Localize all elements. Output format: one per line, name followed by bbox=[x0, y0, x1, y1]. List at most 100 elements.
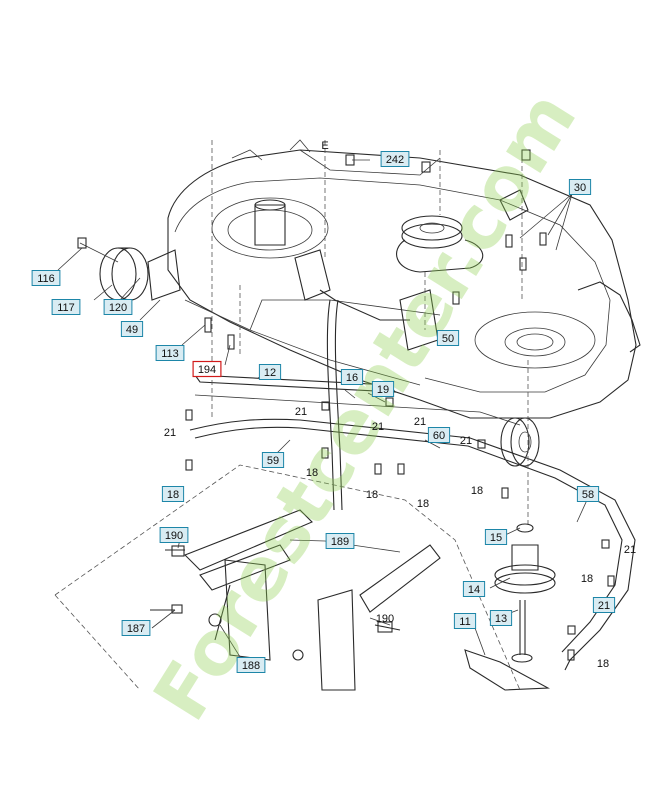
callout-box bbox=[325, 533, 355, 549]
callout-box bbox=[155, 345, 185, 361]
linkage-rods bbox=[189, 299, 636, 671]
part-callout-21: 21 bbox=[624, 544, 636, 556]
part-number: 21 bbox=[295, 406, 307, 418]
part-callout-30: 30 bbox=[568, 179, 592, 195]
part-callout-113: 113 bbox=[155, 345, 185, 361]
callout-box bbox=[103, 299, 133, 315]
callout-box bbox=[161, 486, 185, 502]
part-number: 19 bbox=[377, 384, 389, 396]
callout-box bbox=[236, 657, 266, 673]
callout-box bbox=[51, 299, 81, 315]
deck-roller-right bbox=[500, 417, 540, 467]
part-number: 190 bbox=[376, 613, 394, 625]
part-callout-116: 116 bbox=[31, 270, 61, 286]
callout-box bbox=[258, 364, 282, 380]
callout-box bbox=[159, 527, 189, 543]
callout-box bbox=[568, 179, 592, 195]
part-number: E bbox=[321, 140, 328, 152]
part-number: 190 bbox=[165, 530, 183, 542]
callout-box bbox=[192, 360, 222, 378]
part-number: 18 bbox=[306, 467, 318, 479]
callout-box bbox=[340, 369, 364, 385]
part-callout-E: E bbox=[321, 140, 328, 152]
lift-linkage bbox=[150, 509, 441, 691]
deck-roller-left bbox=[79, 242, 181, 301]
part-number: 16 bbox=[346, 372, 358, 384]
part-callout-49: 49 bbox=[120, 321, 144, 337]
part-number: 113 bbox=[161, 348, 179, 360]
callout-box bbox=[462, 581, 486, 597]
part-callout-60: 60 bbox=[427, 427, 451, 443]
part-callout-18: 18 bbox=[306, 467, 318, 479]
part-number: 14 bbox=[468, 584, 480, 596]
part-number: 21 bbox=[372, 421, 384, 433]
callout-box bbox=[436, 330, 460, 346]
part-callout-14: 14 bbox=[462, 581, 486, 597]
part-callout-18: 18 bbox=[161, 486, 185, 502]
part-callout-194: 194 bbox=[192, 360, 222, 378]
part-callout-18: 18 bbox=[417, 498, 429, 510]
part-callout-18: 18 bbox=[581, 573, 593, 585]
part-number: 59 bbox=[267, 455, 279, 467]
part-callout-18: 18 bbox=[597, 658, 609, 670]
part-callout-12: 12 bbox=[258, 364, 282, 380]
part-callout-18: 18 bbox=[471, 485, 483, 497]
part-callout-21: 21 bbox=[372, 421, 384, 433]
part-callout-13: 13 bbox=[489, 610, 513, 626]
part-number: 21 bbox=[624, 544, 636, 556]
part-number: 18 bbox=[597, 658, 609, 670]
part-number: 11 bbox=[459, 616, 470, 628]
callout-box bbox=[371, 381, 395, 397]
part-number: 189 bbox=[331, 536, 349, 548]
callout-box bbox=[489, 610, 513, 626]
callout-labels: 116 117 120 49 113 194 12 16 19 21 21 21 21 21 21 21 59 6… bbox=[31, 140, 636, 673]
part-number: 188 bbox=[242, 660, 260, 672]
callout-box bbox=[453, 613, 477, 629]
hardware-fasteners bbox=[77, 149, 615, 661]
part-callout-18: 18 bbox=[366, 489, 378, 501]
part-number: 21 bbox=[460, 435, 472, 447]
callout-box bbox=[484, 529, 508, 545]
part-number: 15 bbox=[490, 532, 502, 544]
part-number: 120 bbox=[109, 302, 127, 314]
part-callout-50: 50 bbox=[436, 330, 460, 346]
part-callout-11: 11 bbox=[453, 613, 477, 629]
part-callout-117: 117 bbox=[51, 299, 81, 315]
part-callout-188: 188 bbox=[236, 657, 266, 673]
part-callout-190: 190 bbox=[376, 613, 394, 625]
part-callout-21: 21 bbox=[460, 435, 472, 447]
part-number: 18 bbox=[417, 498, 429, 510]
part-callout-15: 15 bbox=[484, 529, 508, 545]
part-number: 242 bbox=[386, 154, 404, 166]
part-callout-21: 21 bbox=[164, 427, 176, 439]
callout-box bbox=[427, 427, 451, 443]
part-callout-242: 242 bbox=[380, 151, 410, 167]
part-number: 60 bbox=[433, 430, 445, 442]
part-number: 117 bbox=[57, 302, 75, 314]
part-number: 18 bbox=[167, 489, 179, 501]
part-number: 116 bbox=[37, 273, 55, 285]
part-number: 58 bbox=[582, 489, 594, 501]
part-callout-21: 21 bbox=[295, 406, 307, 418]
part-number: 194 bbox=[198, 364, 216, 376]
part-callout-16: 16 bbox=[340, 369, 364, 385]
spindle-assembly bbox=[464, 523, 556, 691]
part-callout-189: 189 bbox=[325, 533, 355, 549]
part-callout-58: 58 bbox=[576, 486, 600, 502]
callout-box bbox=[121, 620, 151, 636]
callout-box bbox=[380, 151, 410, 167]
part-number: 21 bbox=[414, 416, 426, 428]
part-number: 13 bbox=[495, 613, 507, 625]
part-callout-120: 120 bbox=[103, 299, 133, 315]
part-number: 12 bbox=[264, 367, 276, 379]
callout-box bbox=[576, 486, 600, 502]
part-callout-21: 21 bbox=[592, 597, 616, 613]
part-callout-19: 19 bbox=[371, 381, 395, 397]
part-number: 50 bbox=[442, 333, 454, 345]
callout-box bbox=[592, 597, 616, 613]
part-callout-59: 59 bbox=[261, 452, 285, 468]
part-number: 49 bbox=[126, 324, 138, 336]
part-number: 21 bbox=[164, 427, 176, 439]
